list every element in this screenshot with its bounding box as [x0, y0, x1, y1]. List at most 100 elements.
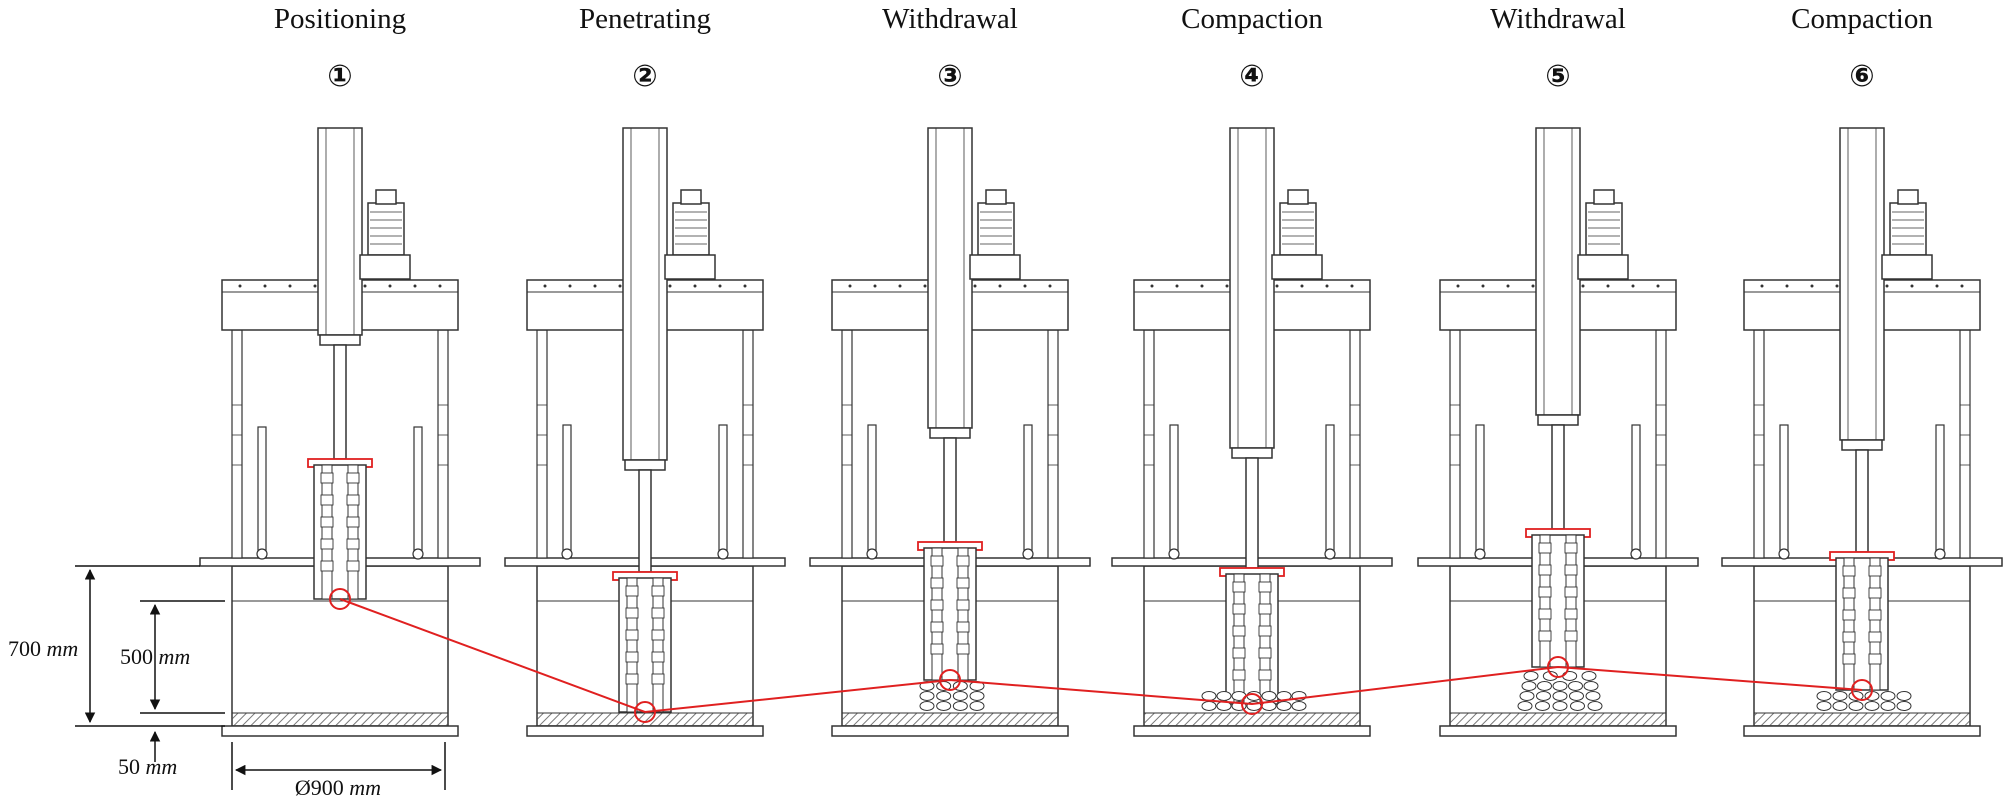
tip-marker-1 — [329, 588, 351, 610]
frame-post-right — [1959, 329, 1971, 559]
rig-stage-2 — [504, 127, 786, 737]
cylinder-collar — [624, 459, 666, 471]
guide-rail-left — [1475, 424, 1485, 559]
rig-stage-1 — [199, 127, 481, 737]
probe-tube-left — [1843, 557, 1855, 691]
motor-mount — [969, 254, 1021, 280]
dimension-annotations — [75, 565, 446, 790]
tank-base-plate — [831, 725, 1069, 737]
guide-rail-left — [257, 426, 267, 559]
rig-stage-3 — [809, 127, 1091, 737]
guide-rail-right — [1935, 424, 1945, 559]
hydraulic-cylinder — [317, 127, 363, 336]
probe-tube-right — [347, 464, 359, 600]
motor-cap — [1593, 189, 1615, 205]
rig-stage-4 — [1111, 127, 1393, 737]
frame-post-left — [1143, 329, 1155, 559]
soil-depth-label: 500 mm — [120, 644, 190, 669]
stage-1-title: Positioning — [274, 3, 406, 35]
stage-5-title: Withdrawal — [1490, 3, 1626, 35]
gravel-base-layer — [536, 712, 754, 727]
frame-post-right — [437, 329, 449, 559]
stage-6-number: ⑥ — [1849, 60, 1874, 93]
hydraulic-cylinder — [1535, 127, 1581, 416]
piston-rod — [943, 437, 957, 543]
frame-post-left — [1753, 329, 1765, 559]
probe-tube-right — [1869, 557, 1881, 691]
probe-tube-right — [1565, 534, 1577, 668]
rig-stage-6 — [1721, 127, 2003, 737]
drive-motor — [672, 202, 710, 256]
stage-5-number: ⑤ — [1545, 60, 1570, 93]
tank-base-plate — [1439, 725, 1677, 737]
hydraulic-cylinder — [927, 127, 973, 429]
motor-mount — [664, 254, 716, 280]
base-thickness-label: 50 mm — [118, 754, 177, 779]
motor-mount — [1271, 254, 1323, 280]
drive-motor — [1889, 202, 1927, 256]
guide-rail-left — [1169, 424, 1179, 559]
tank-height-label: 700 mm — [8, 636, 78, 661]
probe-tube-right — [652, 577, 664, 713]
gravel-base-layer — [841, 712, 1059, 727]
guide-rail-right — [413, 426, 423, 559]
piston-rod — [1551, 424, 1565, 530]
frame-post-left — [841, 329, 853, 559]
stage-4-title: Compaction — [1181, 3, 1323, 35]
stage-4-number: ④ — [1239, 60, 1264, 93]
probe-tube-left — [321, 464, 333, 600]
motor-mount — [359, 254, 411, 280]
piston-rod — [1245, 457, 1259, 569]
tank-diameter-label: Ø900 mm — [295, 775, 381, 799]
guide-rail-right — [1325, 424, 1335, 559]
motor-cap — [1287, 189, 1309, 205]
frame-post-right — [1047, 329, 1059, 559]
motor-cap — [1897, 189, 1919, 205]
dimension-labels: 700 mm 500 mm 50 mm Ø900 mm — [8, 636, 381, 799]
frame-post-right — [1349, 329, 1361, 559]
stage-3-title: Withdrawal — [882, 3, 1018, 35]
guide-rail-right — [1023, 424, 1033, 559]
tank-base-plate — [1743, 725, 1981, 737]
probe-tip-markers — [329, 588, 1873, 723]
probe-tube-right — [957, 547, 969, 681]
motor-cap — [985, 189, 1007, 205]
stage-3-number: ③ — [937, 60, 962, 93]
guide-rail-right — [718, 424, 728, 559]
tip-marker-3 — [939, 669, 961, 691]
motor-mount — [1881, 254, 1933, 280]
hydraulic-cylinder — [1229, 127, 1275, 449]
frame-post-left — [1449, 329, 1461, 559]
motor-cap — [375, 189, 397, 205]
frame-post-right — [742, 329, 754, 559]
stone-aggregate — [1517, 671, 1603, 711]
stage-labels: Positioning ① Penetrating ② Withdrawal ③… — [274, 3, 1933, 93]
hydraulic-cylinder — [622, 127, 668, 461]
guide-rail-right — [1631, 424, 1641, 559]
gravel-base-layer — [1449, 712, 1667, 727]
cylinder-collar — [319, 334, 361, 346]
tank-base-plate — [221, 725, 459, 737]
guide-rail-left — [867, 424, 877, 559]
drive-motor — [367, 202, 405, 256]
stage-2-number: ② — [632, 60, 657, 93]
guide-rail-left — [1779, 424, 1789, 559]
probe-tube-right — [1259, 573, 1271, 705]
gravel-base-layer — [1753, 712, 1971, 727]
motor-cap — [680, 189, 702, 205]
rig-stage-5 — [1417, 127, 1699, 737]
cylinder-collar — [1841, 439, 1883, 451]
probe-tube-left — [626, 577, 638, 713]
stage-2-title: Penetrating — [579, 3, 711, 35]
probe-tube-left — [1539, 534, 1551, 668]
frame-post-left — [231, 329, 243, 559]
cylinder-collar — [1537, 414, 1579, 426]
probe-tube-left — [1233, 573, 1245, 705]
tip-marker-4 — [1241, 693, 1263, 715]
stage-6-title: Compaction — [1791, 3, 1933, 35]
frame-post-right — [1655, 329, 1667, 559]
motor-mount — [1577, 254, 1629, 280]
tip-marker-5 — [1547, 656, 1569, 678]
guide-rail-left — [562, 424, 572, 559]
